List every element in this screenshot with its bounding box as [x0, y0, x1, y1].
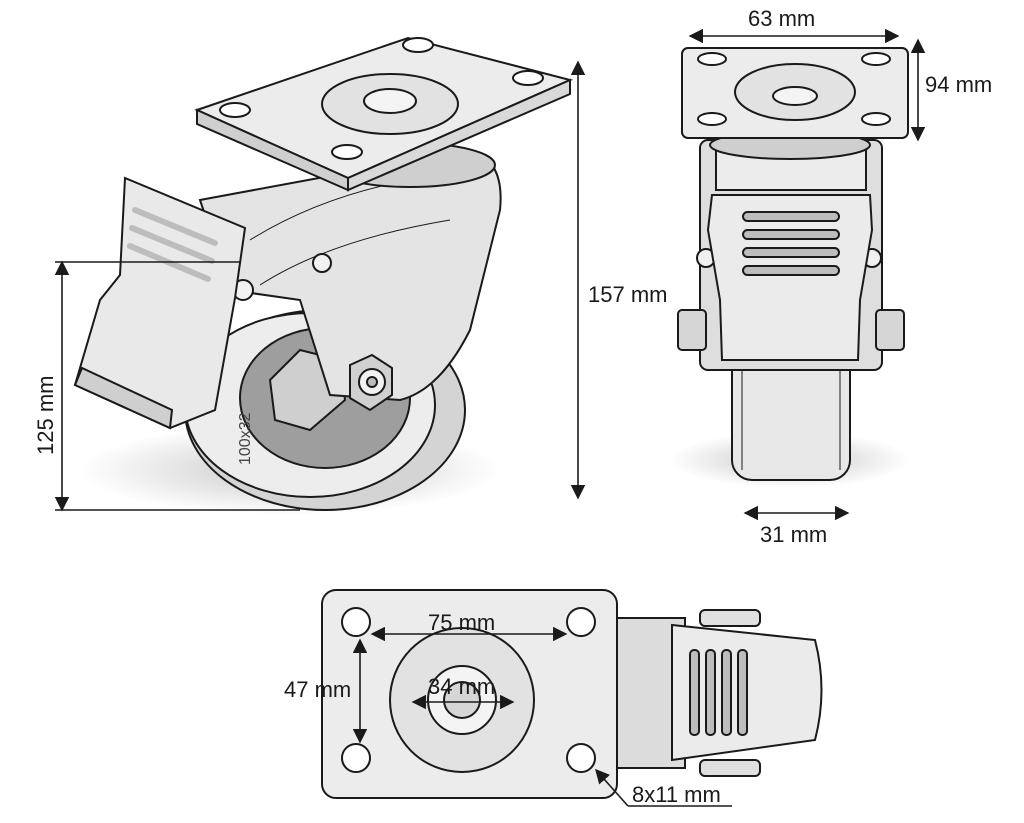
mounting-hole [512, 70, 544, 86]
mounting-hole [566, 607, 596, 637]
rivet [312, 253, 332, 273]
plate-width-label: 63 mm [748, 6, 815, 31]
plate-length-label: 94 mm [925, 72, 992, 97]
dimension-lines [352, 626, 732, 807]
mount-height-label: 125 mm [33, 376, 58, 455]
mounting-hole [861, 112, 891, 126]
front-view: 63 mm 94 mm 31 mm [670, 6, 992, 547]
tire-marking: 100x32 [237, 412, 254, 465]
wheel-width-label: 31 mm [760, 522, 827, 547]
brake-pedal [73, 176, 247, 430]
dimension-lines [54, 60, 586, 512]
mounting-hole [697, 112, 727, 126]
mounting-hole [341, 743, 371, 773]
mounting-hole [861, 52, 891, 66]
dimension-lines [688, 28, 926, 521]
overall-height-label: 157 mm [588, 282, 667, 307]
brake-pedal [706, 194, 874, 361]
top-plate [321, 589, 618, 799]
axle-nut [875, 309, 905, 351]
mounting-hole [402, 37, 434, 53]
top-plate [681, 47, 909, 160]
top-plate [194, 36, 574, 192]
top-view: 75 mm 47 mm 34 mm 8x11 mm [284, 589, 823, 807]
axle-nut [349, 353, 393, 412]
slot-size-label: 8x11 mm [632, 782, 721, 807]
axle-nut [677, 309, 707, 351]
isometric-view: 100x32 [33, 36, 667, 515]
mounting-hole [331, 144, 363, 160]
brake-pedal [614, 609, 823, 777]
hole-spacing-long-label: 75 mm [428, 610, 495, 635]
mounting-hole [341, 607, 371, 637]
hole-spacing-short-label: 47 mm [284, 677, 351, 702]
mounting-hole [697, 52, 727, 66]
kingpin-diameter-label: 34 mm [428, 674, 495, 699]
mounting-hole [566, 743, 596, 773]
mounting-hole [219, 102, 251, 118]
